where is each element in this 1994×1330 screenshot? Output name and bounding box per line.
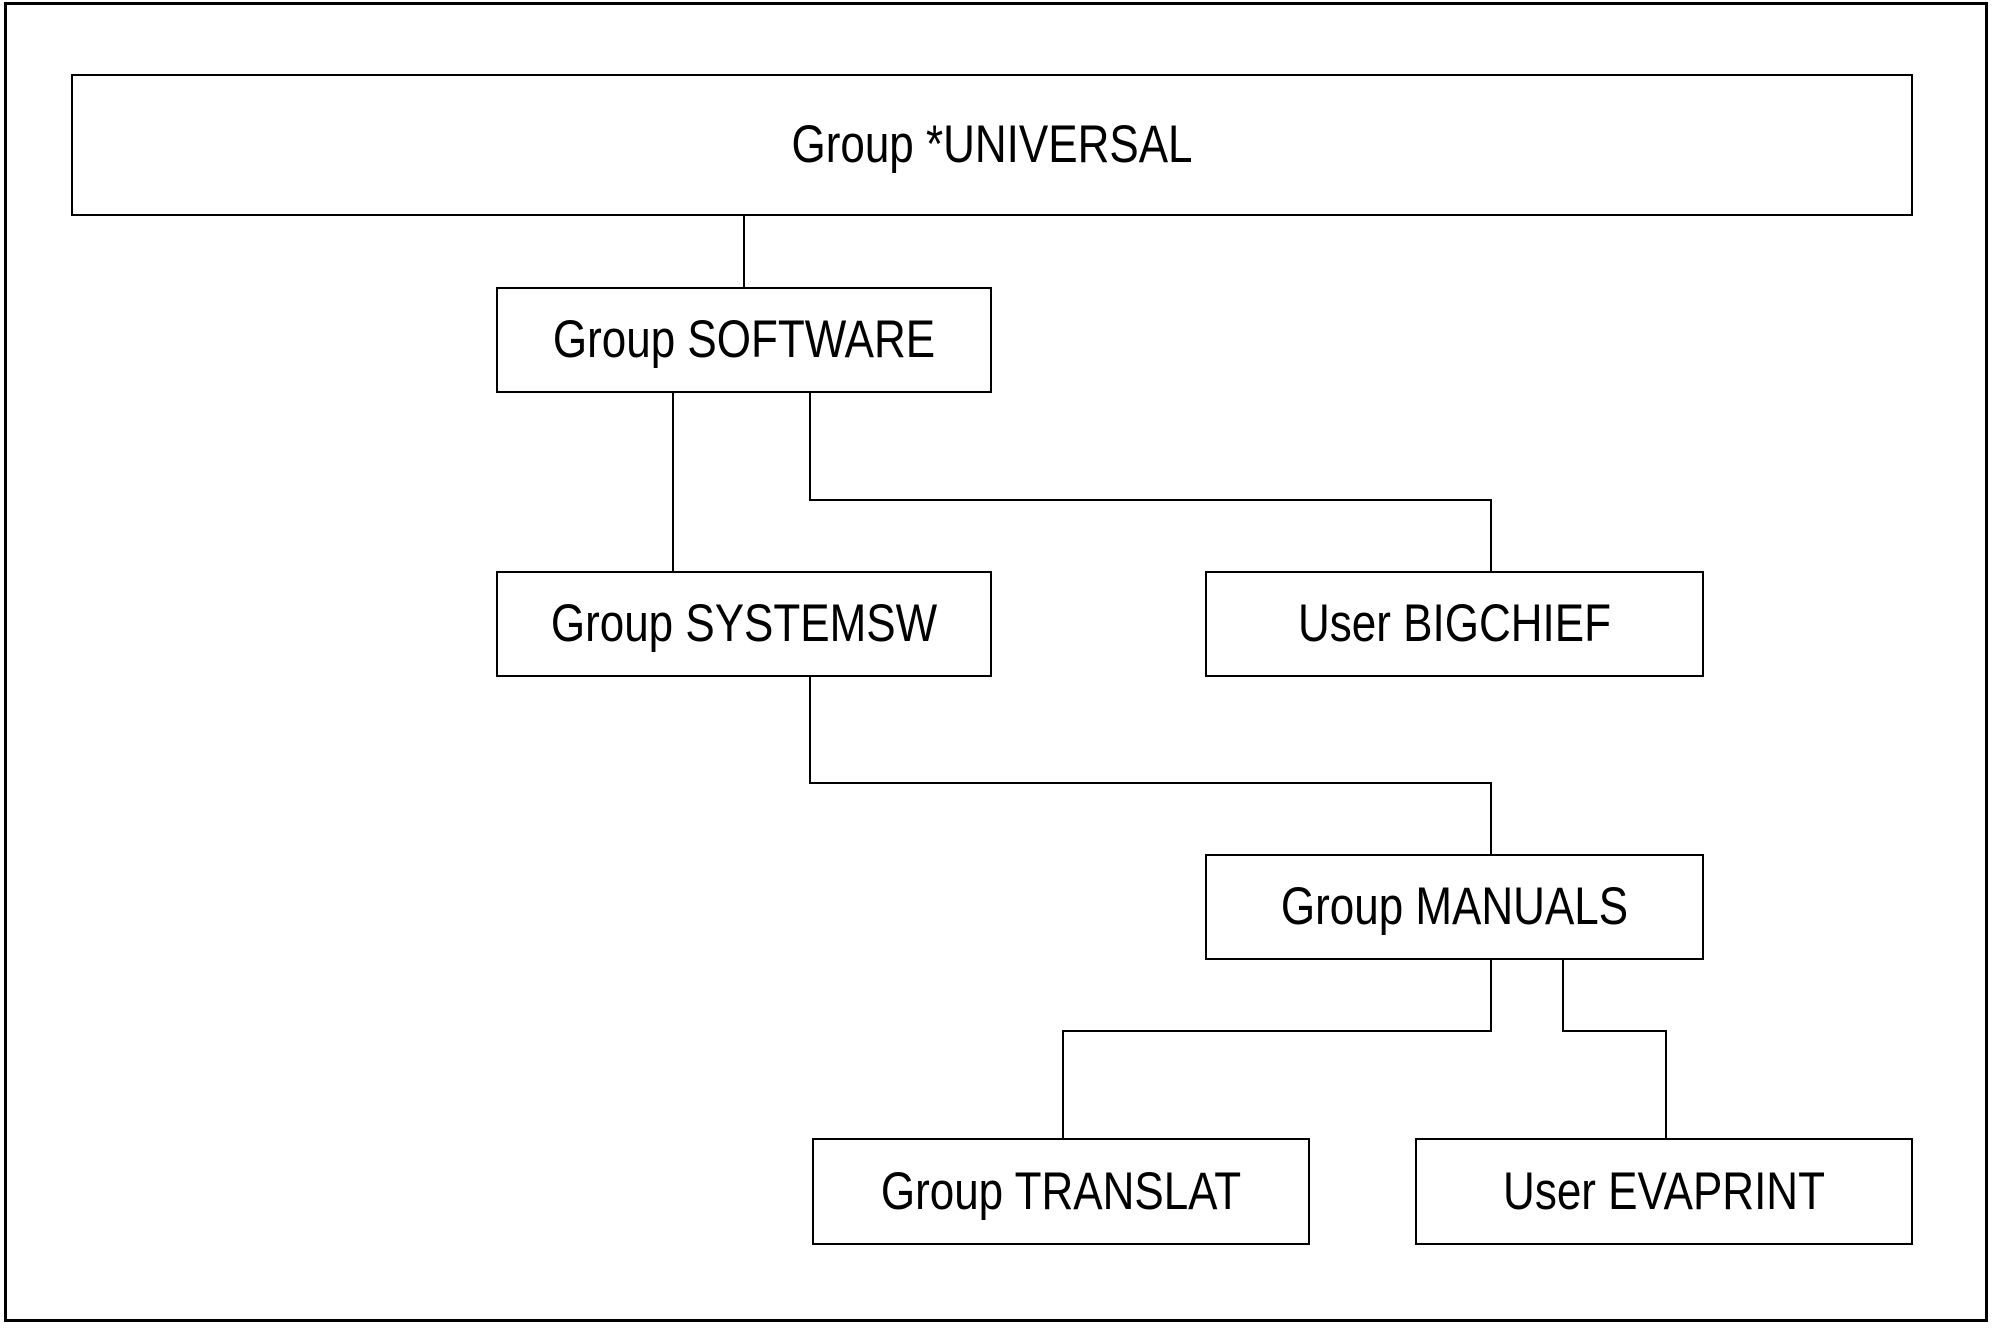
node-group-manuals-label: Group MANUALS [1280,877,1629,936]
connector-manuals-evaprint-across [1562,1030,1667,1032]
node-group-universal-label: Group *UNIVERSAL [791,115,1193,174]
connector-systemsw-manuals-down [1490,782,1492,854]
connector-manuals-evaprint-drop [1562,960,1564,1031]
node-group-manuals: Group MANUALS [1205,854,1704,960]
node-user-bigchief: User BIGCHIEF [1205,571,1704,677]
node-group-translat: Group TRANSLAT [812,1138,1310,1245]
node-group-translat-label: Group TRANSLAT [880,1161,1242,1221]
connector-software-bigchief-drop [809,393,811,500]
connector-manuals-evaprint-down [1665,1030,1667,1138]
connector-software-bigchief-across [809,499,1492,501]
node-group-software-label: Group SOFTWARE [552,310,936,369]
connector-manuals-translat-drop [1490,960,1492,1031]
connector-software-systemsw [672,393,674,571]
connector-software-bigchief-down [1490,499,1492,571]
node-group-systemsw: Group SYSTEMSW [496,571,992,677]
node-user-bigchief-label: User BIGCHIEF [1298,594,1611,653]
node-user-evaprint: User EVAPRINT [1415,1138,1913,1245]
connector-manuals-translat-across [1062,1030,1492,1032]
node-user-evaprint-label: User EVAPRINT [1503,1161,1825,1221]
node-group-software: Group SOFTWARE [496,287,992,393]
connector-universal-software [743,216,745,287]
connector-systemsw-manuals-across [809,782,1492,784]
node-group-universal: Group *UNIVERSAL [71,74,1913,216]
connector-manuals-translat-down [1062,1030,1064,1138]
connector-systemsw-manuals-drop [809,677,811,783]
node-group-systemsw-label: Group SYSTEMSW [550,594,938,653]
